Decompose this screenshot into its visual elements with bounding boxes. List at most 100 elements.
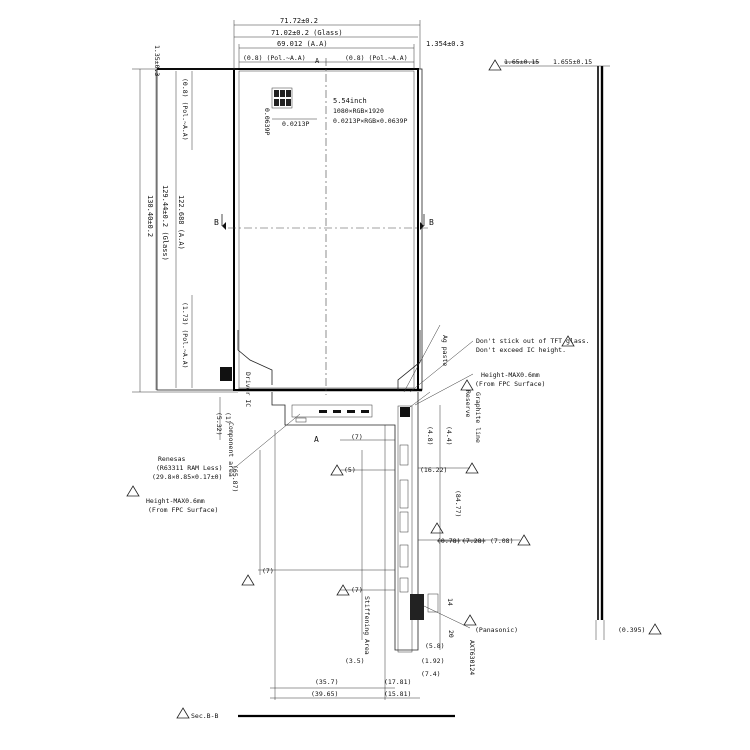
lcd-outline bbox=[156, 58, 428, 395]
fpc-component-4 bbox=[399, 544, 409, 568]
subpixel-4 bbox=[274, 99, 279, 106]
leader-renesas bbox=[231, 413, 301, 471]
dim-708: (7.08) bbox=[490, 537, 513, 545]
dim-35: (3.5) bbox=[345, 657, 365, 665]
section-a-marker-top: A bbox=[315, 57, 320, 65]
pol-left-label: (0.8) (Pol.~A.A) bbox=[243, 54, 306, 62]
fpc-outline bbox=[271, 392, 419, 651]
thickness-struck: 1.65±0.15 bbox=[504, 58, 539, 66]
warning-triangle-icon bbox=[648, 623, 662, 635]
dim-357: (35.7) bbox=[315, 678, 338, 686]
leader-height-right bbox=[414, 373, 474, 406]
sec-bb-label: Sec.B-B bbox=[191, 712, 218, 720]
warning-triangle-icon bbox=[488, 59, 502, 71]
dim-1581: (15.81) bbox=[384, 690, 411, 698]
graphite-label: Graphite line bbox=[474, 392, 482, 443]
section-b-left-arrow bbox=[222, 222, 226, 230]
warning-triangle-icon bbox=[465, 462, 479, 474]
fpc-component-2 bbox=[399, 479, 409, 509]
pitch-h-label: 0.0213P bbox=[282, 120, 309, 128]
fpc-contour-right bbox=[397, 330, 421, 390]
subpixel-3 bbox=[286, 90, 291, 97]
leader-ag-paste bbox=[403, 324, 441, 393]
pitch-v-label: 0.0639P bbox=[263, 108, 271, 135]
thickness-value: 1.655±0.15 bbox=[553, 58, 592, 66]
section-b-right: B bbox=[429, 218, 434, 227]
dim-aa-width: 69.012 (A.A) bbox=[277, 40, 328, 48]
section-a-marker-lower: A bbox=[314, 435, 319, 444]
panel-size: 5.54inch bbox=[333, 97, 367, 105]
dim-right-offset: 1.354±0.3 bbox=[426, 40, 464, 48]
area-labels: Driver IC Component area Stiffening Area… bbox=[227, 335, 518, 675]
fpc-component-5 bbox=[399, 577, 409, 593]
alignment-mark bbox=[220, 367, 232, 381]
pixel-detail: 0.0213P 0.0639P bbox=[263, 87, 317, 135]
fpc-strip bbox=[397, 405, 413, 653]
connector-maker-label: (Panasonic) bbox=[475, 626, 518, 634]
dim-192: (1.92) bbox=[421, 657, 444, 665]
dim-58: (5.8) bbox=[425, 642, 445, 650]
warning-triangle-icon bbox=[460, 379, 474, 391]
section-b-right-arrow bbox=[420, 222, 424, 230]
renesas-line2: (R63311 RAM Less) bbox=[156, 464, 223, 472]
driver-ic-area bbox=[291, 404, 373, 418]
dim-3965: (39.65) bbox=[311, 690, 338, 698]
section-markers: B B A bbox=[214, 214, 434, 444]
dim-728-struck: (7.28) bbox=[462, 537, 485, 545]
connector-outline bbox=[427, 593, 439, 613]
fpc-component-1 bbox=[399, 444, 409, 466]
pol-right-label: (0.8) (Pol.~A.A) bbox=[345, 54, 408, 62]
ic-pad-4 bbox=[361, 410, 369, 413]
component-area-label: Component area bbox=[227, 422, 235, 477]
dim-overall-height: 130.40±0.2 bbox=[146, 195, 154, 237]
warning-triangle-icon bbox=[463, 614, 477, 626]
dim-532: (5.32) bbox=[215, 412, 223, 435]
leader-connector bbox=[423, 605, 471, 629]
dim-left-offset: 1.35±0.3 bbox=[153, 45, 161, 76]
dim-overall-width: 71.72±0.2 bbox=[280, 17, 318, 25]
thickness-bottom: (0.395) bbox=[618, 626, 645, 634]
stiffener-label: Stiffening Area bbox=[363, 596, 371, 655]
notes: Don't stick out of TFT glass. Don't exce… bbox=[146, 337, 590, 514]
connector-axt630124 bbox=[410, 594, 424, 620]
fpc-slot bbox=[295, 417, 307, 423]
dim-7a: (7) bbox=[351, 433, 363, 441]
subpixel-1 bbox=[274, 90, 279, 97]
warning-triangle-icon bbox=[330, 464, 344, 476]
warning-triangle-icon bbox=[176, 707, 190, 719]
fpc-tail bbox=[219, 392, 439, 700]
height-max-right-line1: Height-MAX0.6mm bbox=[481, 371, 540, 379]
revision-triangles bbox=[126, 59, 662, 719]
fpc-contour-left bbox=[237, 330, 273, 385]
renesas-line1: Renesas bbox=[158, 455, 185, 463]
warning-triangle-icon bbox=[241, 574, 255, 586]
pol-top-label: (0.8) (Pol.~A.A) bbox=[181, 78, 189, 141]
dim-1781: (17.81) bbox=[384, 678, 411, 686]
renesas-line3: (29.8×0.85×0.17±0) bbox=[152, 473, 222, 481]
dim-48: (4.8) bbox=[426, 426, 434, 446]
dim-74: (7.4) bbox=[421, 670, 441, 678]
leader-graphite bbox=[409, 391, 431, 408]
subpixel-6 bbox=[286, 99, 291, 106]
connector-part-label: AXT630124 bbox=[468, 640, 476, 675]
fpc-component-3 bbox=[399, 511, 409, 533]
dim-778-struck: (0.78) bbox=[437, 537, 460, 545]
dim-20: 20 bbox=[447, 630, 455, 638]
ag-paste-label: Ag paste bbox=[441, 335, 449, 366]
dim-1622: (16.22) bbox=[420, 466, 447, 474]
dim-aa-height: 122.688 (A.A) bbox=[177, 195, 185, 250]
subpixel-5 bbox=[280, 99, 285, 106]
leader-glass-note bbox=[409, 340, 474, 393]
subpixel-2 bbox=[280, 90, 285, 97]
height-max-left-line2: (From FPC Surface) bbox=[148, 506, 218, 514]
ic-pad-3 bbox=[347, 410, 355, 413]
section-bb: Sec.B-B bbox=[191, 712, 455, 720]
side-view: 1.65±0.15 1.655±0.15 (0.395) bbox=[500, 58, 645, 640]
dim-7b: (7) bbox=[262, 567, 274, 575]
glass-note-line1: Don't stick out of TFT glass. bbox=[476, 337, 590, 345]
leader-lines bbox=[231, 324, 474, 629]
warning-triangle-icon bbox=[517, 534, 531, 546]
graphite-block bbox=[400, 407, 410, 417]
left-dimensions: 130.40±0.2 129.44±0.2 (Glass) 122.688 (A… bbox=[132, 68, 238, 393]
dim-7c: (7) bbox=[351, 586, 363, 594]
